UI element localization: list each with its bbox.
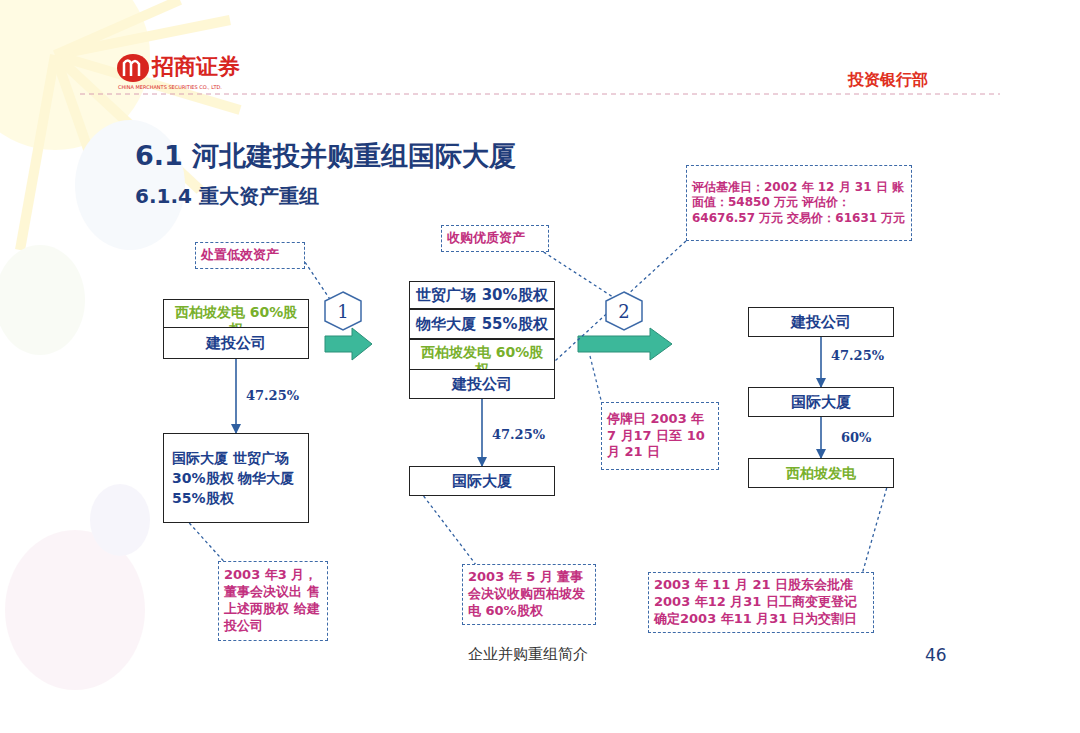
entity-name: 国际大厦 世贸广场 30%股权 物华大厦 55%股权 — [172, 448, 300, 509]
entity-box: 西柏坡发电 — [748, 458, 894, 488]
share-label-wrap: 47.25% — [244, 388, 301, 403]
balloon — [90, 484, 150, 556]
share-label-wrap: 47.25% — [829, 348, 886, 363]
department: 投资银行部 — [848, 70, 928, 89]
department-wrap: 投资银行部 — [848, 70, 928, 91]
share-label: 60% — [841, 430, 871, 445]
share-label: 47.25% — [246, 388, 299, 403]
ownership-arrow — [820, 417, 822, 458]
sun-rays — [20, 0, 240, 250]
title-wrap: 6.1 河北建投并购重组国际大厦 — [135, 138, 516, 174]
step-badge: 1 — [322, 291, 364, 331]
logo-text: 招商证券 — [152, 53, 240, 79]
entity-box: 世贸广场 30%股权 — [409, 281, 555, 309]
callout-box: 评估基准日：2002 年 12 月 31 日 账面值：54850 万元 评估价：… — [686, 165, 912, 241]
header-rule — [80, 94, 1000, 95]
callout-box: 2003 年 11 月 21 日股东会批准 2003 年12 月31 日工商变更… — [648, 572, 874, 633]
share-label-wrap: 60% — [839, 430, 873, 445]
balloon — [0, 245, 85, 355]
leader-line — [863, 488, 887, 572]
callout-box: 2003 年3 月，董事会决议出 售上述两股权 给建投公司 — [218, 561, 328, 641]
step-number: 2 — [618, 301, 629, 322]
entity-box: 国际大厦 世贸广场 30%股权 物华大厦 55%股权 — [163, 433, 309, 523]
logo-subtext: CHINA MERCHANTS SECURITIES CO., LTD. — [118, 84, 222, 90]
ownership-arrow — [820, 337, 822, 387]
leader-line — [305, 262, 330, 300]
share-label-wrap: 47.25% — [490, 427, 547, 442]
callout-text: 处置低效资产 — [201, 247, 299, 264]
leader-line — [189, 523, 223, 561]
step-number: 1 — [337, 301, 348, 322]
callout-box: 收购优质资产 — [441, 225, 549, 252]
subtitle: 6.1.4 重大资产重组 — [135, 184, 319, 208]
entity-box: 物华大厦 55%股权 — [409, 309, 555, 339]
callout-text: 2003 年3 月，董事会决议出 售上述两股权 给建投公司 — [224, 567, 322, 635]
leader-line — [424, 496, 476, 564]
subtitle-wrap: 6.1.4 重大资产重组 — [135, 183, 319, 210]
share-label: 47.25% — [831, 348, 884, 363]
slide-title: 6.1 河北建投并购重组国际大厦 — [135, 140, 516, 171]
entity-name: 建投公司 — [452, 375, 512, 393]
footer-text-wrap: 企业并购重组简介 — [468, 645, 588, 664]
logo-text-wrap: 招商证券 — [152, 52, 240, 82]
entity-box: 国际大厦 — [409, 466, 555, 496]
entity-name: 国际大厦 — [791, 393, 851, 411]
leader-line — [590, 356, 603, 408]
entity-name: 国际大厦 — [452, 472, 512, 490]
callout-text: 2003 年 11 月 21 日股东会批准 2003 年12 月31 日工商变更… — [654, 577, 868, 628]
callout-box: 处置低效资产 — [195, 242, 305, 269]
callout-text: 2003 年 5 月 董事会决议收购西柏坡发电 60%股权 — [468, 569, 590, 620]
entity-name: 物华大厦 55%股权 — [416, 315, 547, 333]
callout-text: 停牌日 2003 年 7 月17 日至 10 月 21 日 — [607, 411, 713, 462]
callout-box: 停牌日 2003 年 7 月17 日至 10 月 21 日 — [601, 402, 719, 470]
entity-name: 建投公司 — [791, 313, 851, 331]
entity-box: 建投公司 — [748, 307, 894, 337]
entity-box: 建投公司 — [163, 327, 309, 359]
entity-box: 国际大厦 — [748, 387, 894, 417]
callout-box: 2003 年 5 月 董事会决议收购西柏坡发电 60%股权 — [462, 564, 596, 625]
entity-name: 世贸广场 30%股权 — [416, 286, 547, 304]
logo-mark — [117, 54, 149, 82]
page-number: 46 — [925, 645, 947, 665]
leader-line — [555, 241, 686, 361]
footer-text: 企业并购重组简介 — [468, 645, 588, 663]
ownership-arrow — [481, 399, 483, 466]
entity-box: 建投公司 — [409, 369, 555, 399]
callout-text: 评估基准日：2002 年 12 月 31 日 账面值：54850 万元 评估价：… — [692, 180, 906, 227]
share-label: 47.25% — [492, 427, 545, 442]
logo-subtext-wrap: CHINA MERCHANTS SECURITIES CO., LTD. — [118, 84, 222, 90]
step-badge: 2 — [603, 291, 645, 331]
entity-name: 西柏坡发电 — [786, 465, 856, 482]
page-number-wrap: 46 — [925, 645, 947, 665]
callout-text: 收购优质资产 — [447, 230, 543, 247]
entity-name: 建投公司 — [206, 334, 266, 352]
ownership-arrow — [235, 359, 237, 433]
